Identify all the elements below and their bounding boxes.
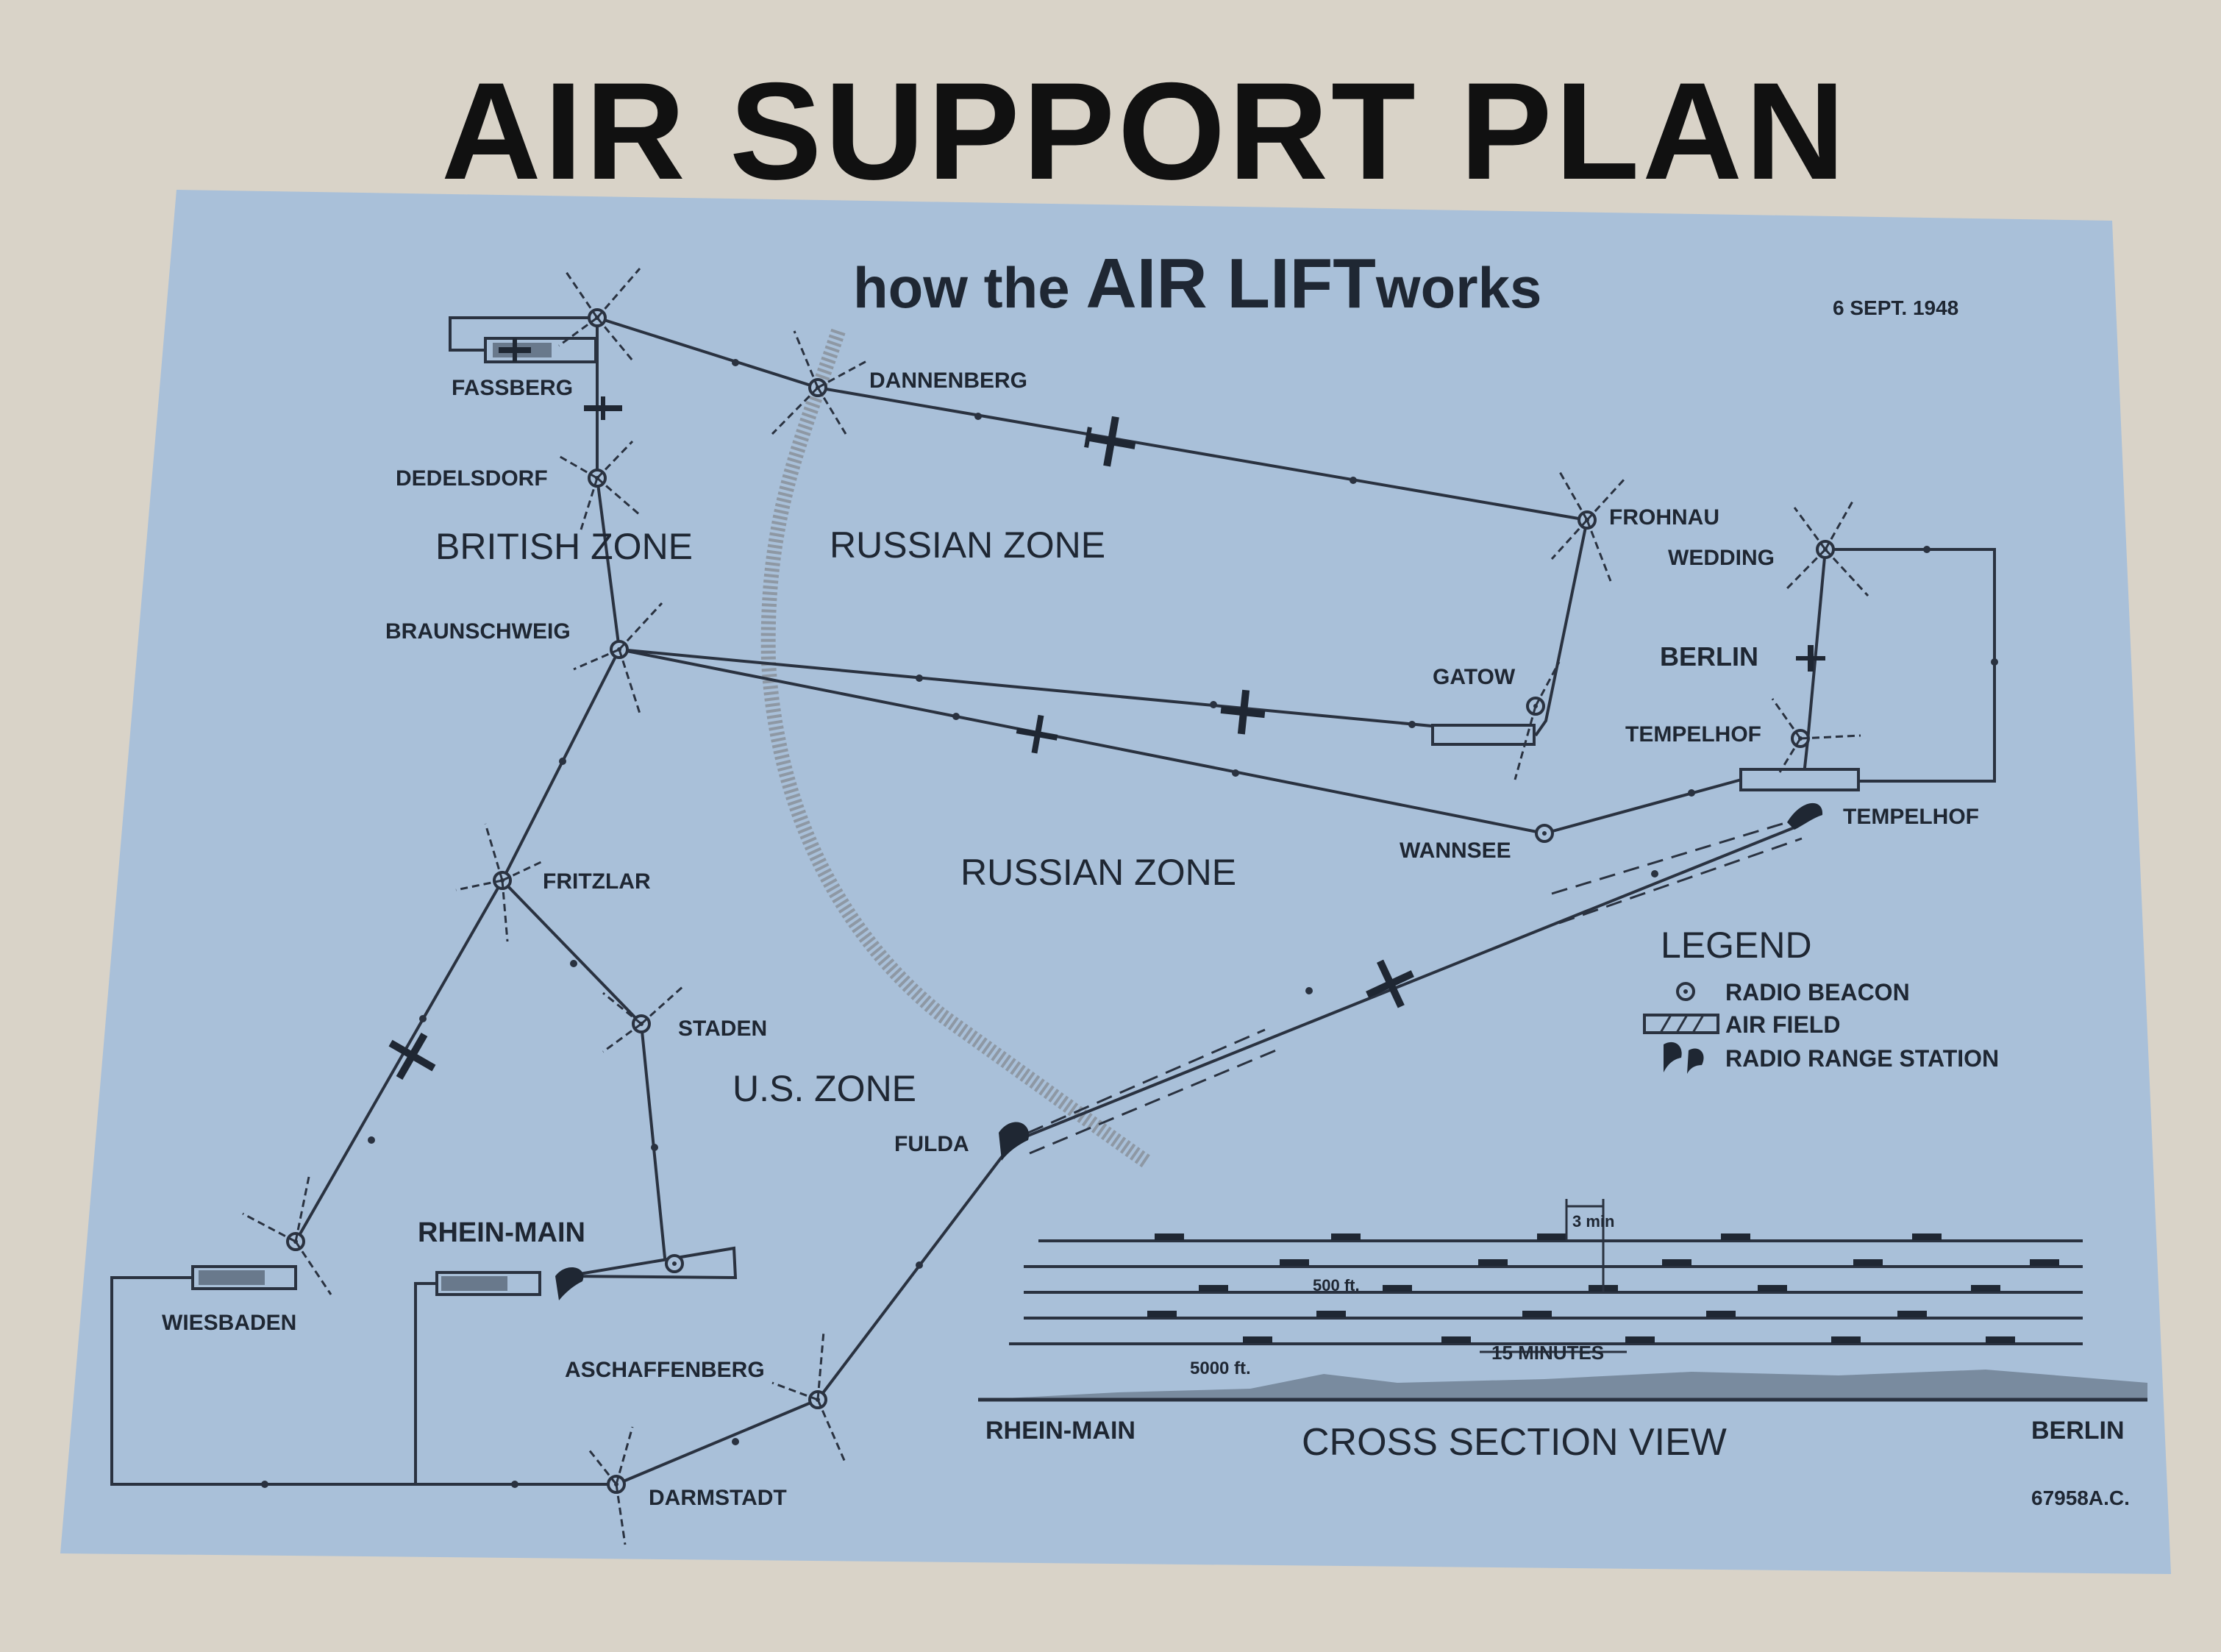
label-staden: STADEN [678,1017,767,1041]
zone-russian-north: RUSSIAN ZONE [830,524,1105,566]
label-braunschweig: BRAUNSCHWEIG [385,619,571,644]
label-wannsee: WANNSEE [1400,839,1511,863]
beacon-rays [242,268,1869,1545]
cross-section-left-label: RHEIN-MAIN [985,1417,1136,1445]
legend-radio-beacon: RADIO BEACON [1725,979,1910,1005]
route-frohnau-gatow [1534,519,1589,737]
label-wedding: WEDDING [1668,546,1775,570]
aircraft-fassberg-field [499,338,531,362]
route-fassberg-loop [449,316,597,352]
air-field-icon [1643,1014,1719,1034]
cross-section: 3 min 500 ft. 5000 ft. 15 MINUTES RHEIN-… [978,1199,2147,1464]
aircraft-gatow-braunschweig [1220,689,1266,735]
legend-air-field: AIR FIELD [1725,1011,1840,1038]
label-wiesbaden: WIESBADEN [162,1311,296,1335]
airfield-rhein-main [435,1271,541,1296]
cross-section-terrain [978,1370,2147,1400]
label-fritzlar: FRITZLAR [543,869,651,894]
cross-section-right-label: BERLIN [2031,1417,2125,1445]
rhein-main-range-beam [566,1246,738,1280]
approach-corridor-lines [1027,819,1803,1155]
airfield-tempelhof [1739,768,1860,791]
aircraft-berlin [1796,645,1825,672]
label-gatow: GATOW [1433,665,1516,689]
cross-section-title: CROSS SECTION VIEW [1302,1421,1727,1464]
legend: LEGEND RADIO BEACON AIR FIELD RADIO RANG… [1643,925,1999,1074]
label-rhein-main: RHEIN-MAIN [418,1217,585,1248]
route-tempelhof-wannsee [1544,777,1747,835]
airfield-wiesbaden [191,1265,297,1290]
range-stations [555,802,1823,1300]
legend-title: LEGEND [1661,925,1812,966]
label-fulda: FULDA [894,1132,969,1156]
map-panel [60,190,2171,1574]
label-tempelhof-field: TEMPELHOF [1843,805,1979,829]
cross-section-altitude-label: 5000 ft. [1190,1359,1251,1378]
catalog-number: 67958A.C. [2031,1487,2130,1509]
aircraft-dannenberg-frohnau [1084,416,1136,467]
label-frohnau: FROHNAU [1609,505,1719,530]
radio-range-station-icon [1664,1042,1704,1074]
route-braunschweig-gatow [618,648,1534,737]
page-title: AIR SUPPORT PLAN [441,54,1848,208]
range-station-fulda [999,1122,1030,1161]
label-fassberg: FASSBERG [452,376,573,400]
aircraft-braunschweig-wannsee [1016,714,1058,754]
aircraft-fulda-tempelhof [1366,959,1414,1008]
zone-us: U.S. ZONE [732,1068,916,1109]
range-station-rhein-main [555,1267,584,1300]
interval-bracket [1565,1199,1605,1292]
zone-boundary [760,328,1152,1169]
cross-section-span-label: 15 MINUTES [1491,1342,1604,1364]
zone-british: BRITISH ZONE [435,526,693,567]
direction-markers [261,359,1998,1488]
route-fulda-tempelhof [1013,826,1795,1143]
airfield-gatow [1431,724,1536,746]
label-dannenberg: DANNENBERG [869,369,1027,393]
label-darmstadt: DARMSTADT [649,1486,787,1510]
map-date: 6 SEPT. 1948 [1833,296,1958,319]
route-wiesbaden-loop [110,1276,616,1486]
label-berlin: BERLIN [1660,641,1758,672]
legend-radio-range-station: RADIO RANGE STATION [1725,1045,1999,1072]
cross-section-altitude-lines [1009,1239,2083,1345]
route-wannsee-braunschweig [618,648,1545,835]
label-tempelhof-beacon: TEMPELHOF [1625,722,1761,747]
label-dedelsdorf: DEDELSDORF [396,466,548,491]
aircraft-fassberg [584,396,622,420]
cross-section-interval-label: 3 min [1572,1212,1614,1231]
cross-section-spacing-label: 500 ft. [1313,1276,1360,1295]
map-subtitle: how the AIR LIFTworks [853,244,1541,323]
label-aschaffenberg: ASCHAFFENBERG [565,1358,765,1382]
airfield-fassberg [484,337,597,363]
aircraft-fritzlar-wiesbaden [388,1033,436,1080]
range-station-tempelhof [1787,802,1823,830]
aircraft [388,338,1825,1080]
zone-russian-center: RUSSIAN ZONE [960,852,1236,893]
